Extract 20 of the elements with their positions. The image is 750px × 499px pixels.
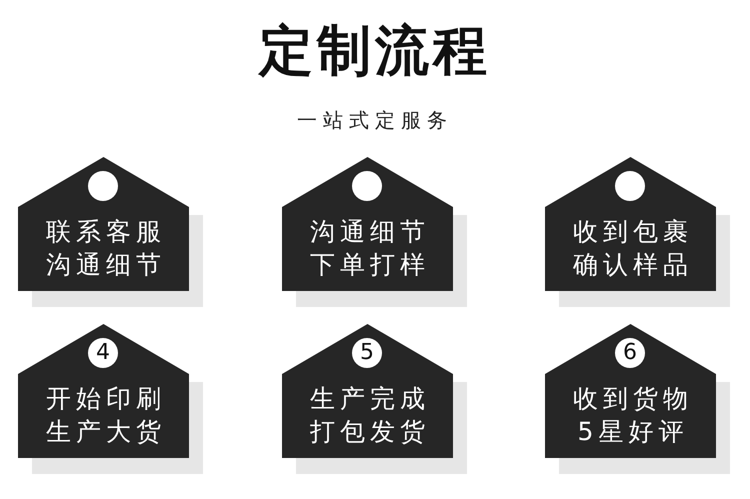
step-text: 生产完成	[309, 383, 431, 415]
subtitle: 一站式定服务	[296, 107, 454, 133]
house-shaped-tag	[18, 157, 189, 291]
step-text: 联系客服	[45, 216, 167, 248]
house-shaped-tag	[18, 324, 189, 458]
step-text: 确认样品	[572, 249, 694, 281]
title: 定制流程	[257, 18, 492, 84]
step-text: 打包发货	[309, 416, 431, 448]
house-shaped-tag	[545, 157, 716, 291]
step-text: 5星好评	[576, 416, 690, 448]
step-text: 收到包裹	[572, 216, 694, 248]
house-shaped-tag	[282, 324, 453, 458]
step-text: 生产大货	[45, 416, 167, 448]
house-shaped-tag	[545, 324, 716, 458]
step-text: 沟通细节	[45, 249, 167, 281]
step-text: 开始印刷	[45, 383, 167, 415]
house-shaped-tag	[282, 157, 453, 291]
step-text: 沟通细节	[309, 216, 431, 248]
step-text: 收到货物	[572, 383, 694, 415]
step-text: 下单打样	[309, 249, 431, 281]
